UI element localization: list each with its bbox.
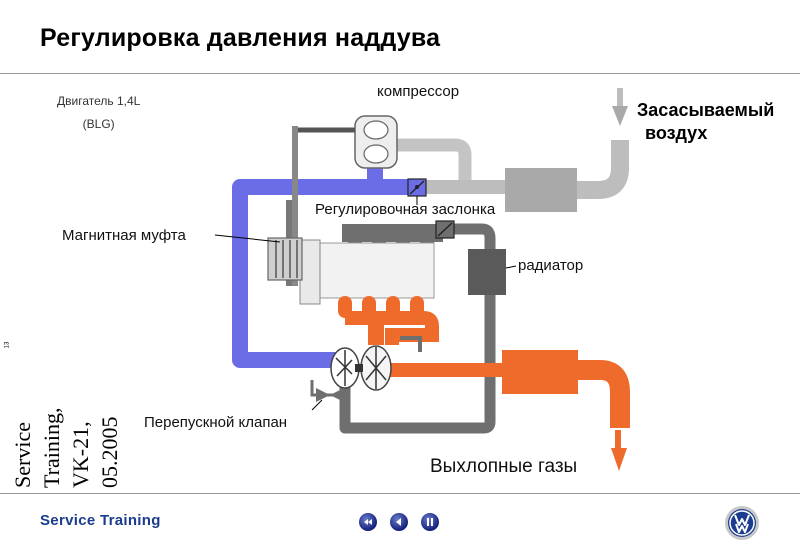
compressor-outlet-pipe <box>395 138 510 194</box>
intake-pipe <box>577 140 629 199</box>
intake-air-label-1: Засасываемый <box>637 100 775 120</box>
header-divider <box>0 73 800 74</box>
compressor-rotor-top <box>363 120 389 140</box>
bypass-valve-label: Перепускной клапан <box>144 414 288 431</box>
back-icon <box>396 518 401 526</box>
engine-cover <box>299 239 321 305</box>
clutch-lines <box>275 240 298 278</box>
radiator <box>468 249 506 295</box>
footer-brand: Service Training <box>40 512 161 529</box>
side-caption-line: Service <box>10 422 35 488</box>
leader-clutch <box>214 234 281 243</box>
intake-air-label-2: воздух <box>645 123 708 143</box>
exhaust-label: Выхлопные газы <box>430 456 578 477</box>
engine-block <box>317 242 435 299</box>
rewind-icon <box>364 519 372 525</box>
side-caption: Service Training, VK-21, 05.2005 <box>8 408 124 488</box>
exhaust-manifold <box>345 311 439 345</box>
side-caption-line: VK-21, <box>68 421 93 488</box>
footer-divider <box>0 493 800 494</box>
turbo-compressor-blades <box>335 350 353 386</box>
pause-icon <box>427 518 433 526</box>
compressor-rotor-bottom <box>363 144 389 164</box>
rewind-button[interactable] <box>359 513 377 531</box>
engine-code: (BLG) <box>82 117 115 131</box>
boost-pipe <box>232 179 418 368</box>
bypass-valve-icon <box>316 388 330 402</box>
muffler <box>502 350 578 394</box>
exhaust-arrow-head <box>611 448 627 471</box>
compressor-label: компрессор <box>377 83 460 100</box>
tailpipe <box>578 360 630 428</box>
engine-model: Двигатель 1,4L <box>57 94 141 108</box>
pause-button[interactable] <box>421 513 439 531</box>
belt-drive-rod <box>292 126 298 286</box>
leader-radiator <box>505 265 517 269</box>
wastegate-pipe <box>400 336 422 352</box>
bypass-valve-icon-b <box>330 388 344 402</box>
air-filter <box>505 168 577 212</box>
throttle-pivot <box>415 185 419 189</box>
radiator-label: радиатор <box>518 257 584 274</box>
secondary-flap <box>437 222 453 237</box>
side-caption-line: Training, <box>39 407 64 488</box>
vw-logo <box>725 506 759 540</box>
back-button[interactable] <box>390 513 408 531</box>
charge-air-pipe <box>339 223 496 434</box>
magnetic-clutch-label: Магнитная муфта <box>62 227 186 244</box>
intake-arrow-head <box>612 106 628 126</box>
turbo-turbine-blades <box>365 347 387 389</box>
page-title: Регулировка давления наддува <box>40 24 441 52</box>
side-caption-line: 05.2005 <box>97 416 122 489</box>
turbo-shaft <box>355 364 363 372</box>
leader-bypass <box>311 399 323 411</box>
engine-info: Двигатель 1,4L (BLG) <box>57 94 140 140</box>
throttle-label: Регулировочная заслонка <box>315 201 496 218</box>
